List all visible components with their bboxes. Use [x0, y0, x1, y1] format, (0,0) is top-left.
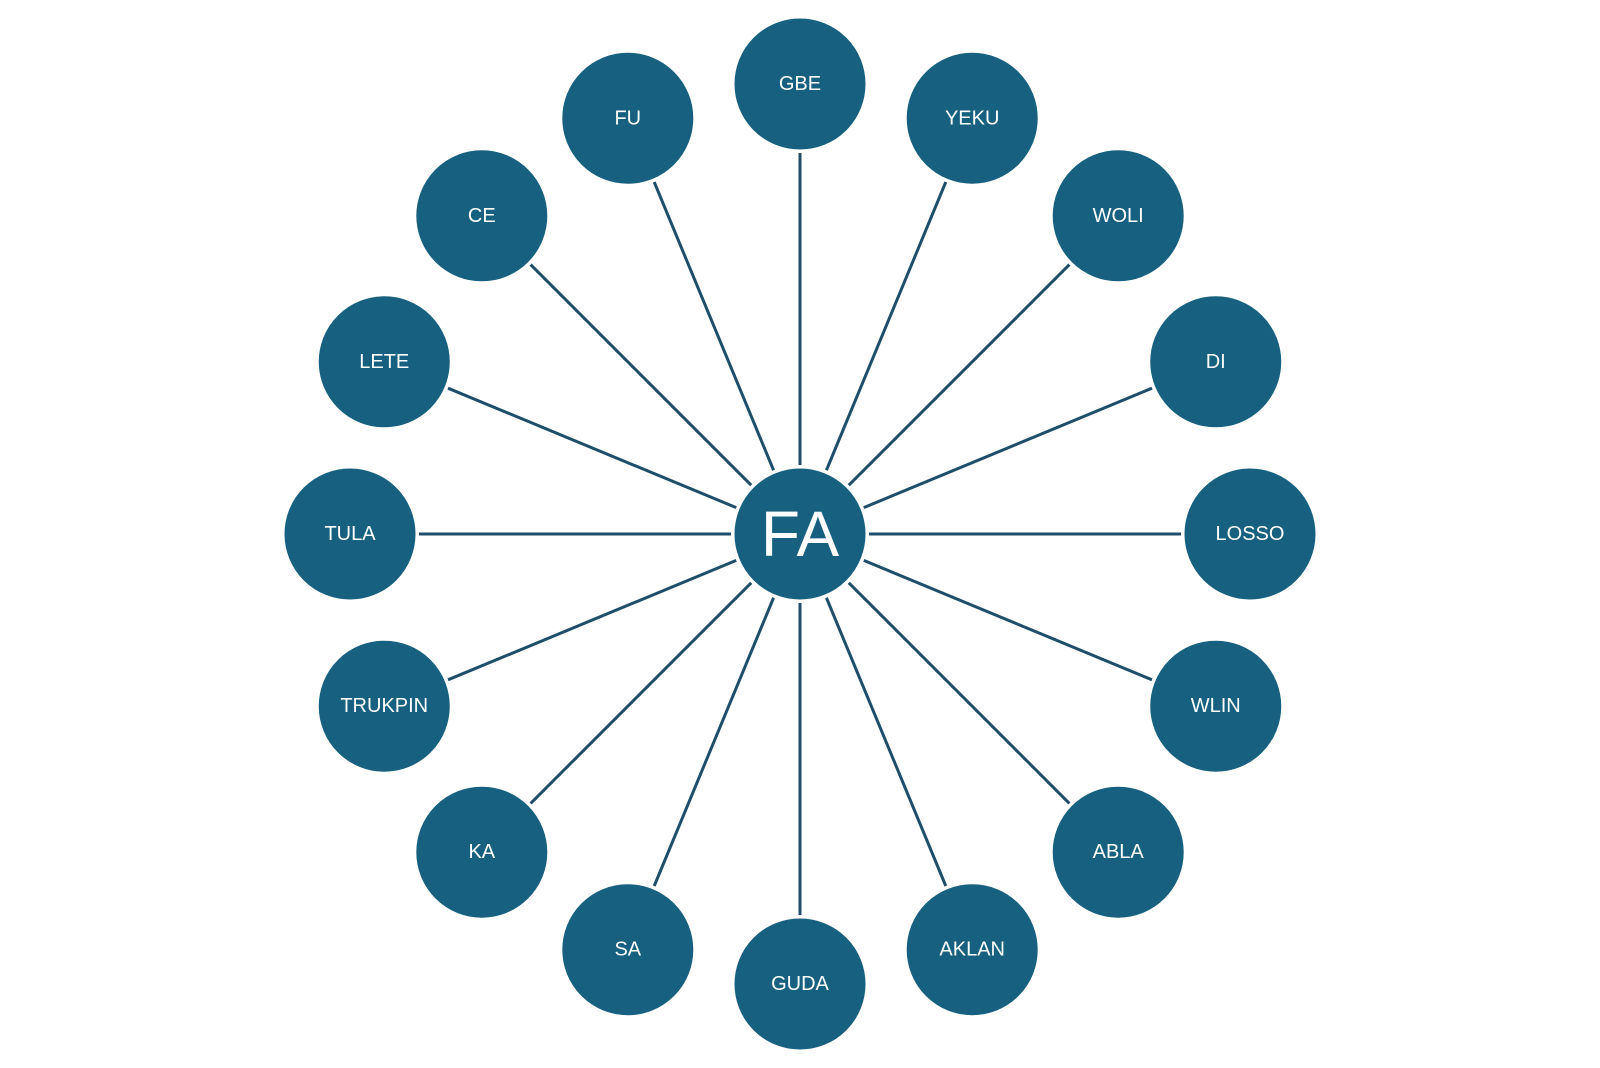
node-circle-wlin: [1147, 637, 1285, 775]
node-circle-abla: [1049, 783, 1187, 921]
node-label-ka: KA: [468, 841, 495, 863]
node-ce: CE: [413, 147, 551, 285]
node-circle-trukpin: [315, 637, 453, 775]
node-wlin: WLIN: [1147, 637, 1285, 775]
spoke-ce: [529, 263, 753, 487]
node-ka: KA: [413, 783, 551, 921]
node-circle-aklan: [903, 881, 1041, 1019]
node-losso: LOSSO: [1181, 465, 1319, 603]
node-circle-yeku: [903, 49, 1041, 187]
node-aklan: AKLAN: [903, 881, 1041, 1019]
node-circle-lete: [315, 293, 453, 431]
nodes-layer: GBE YEKU WOLI DI LOSSO WLIN ABLA AKLAN GUDA SA KA T…: [281, 15, 1319, 1053]
node-label-trukpin: TRUKPIN: [340, 695, 428, 717]
node-tula: TULA: [281, 465, 419, 603]
node-circle-tula: [281, 465, 419, 603]
node-guda: GUDA: [731, 915, 869, 1053]
spokes-layer: [419, 153, 1181, 915]
spoke-sa: [652, 597, 775, 887]
node-sa: SA: [559, 881, 697, 1019]
spoke-fu: [652, 181, 775, 471]
hub-label: FA: [761, 498, 840, 570]
node-circle-gbe: [731, 15, 869, 153]
node-label-gbe: GBE: [779, 73, 821, 95]
spoke-lete: [447, 386, 737, 509]
node-woli: WOLI: [1049, 147, 1187, 285]
node-circle-fu: [559, 49, 697, 187]
node-trukpin: TRUKPIN: [315, 637, 453, 775]
node-lete: LETE: [315, 293, 453, 431]
hub-node: FA: [731, 465, 869, 603]
node-circle-ka: [413, 783, 551, 921]
spoke-di: [863, 386, 1153, 509]
node-label-ce: CE: [468, 205, 496, 227]
node-circle-guda: [731, 915, 869, 1053]
node-label-losso: LOSSO: [1216, 523, 1285, 545]
node-di: DI: [1147, 293, 1285, 431]
node-label-fu: FU: [614, 107, 641, 129]
node-label-yeku: YEKU: [945, 107, 999, 129]
node-fu: FU: [559, 49, 697, 187]
node-label-abla: ABLA: [1093, 841, 1145, 863]
node-yeku: YEKU: [903, 49, 1041, 187]
node-label-aklan: AKLAN: [939, 939, 1005, 961]
node-label-di: DI: [1206, 351, 1226, 373]
spoke-yeku: [825, 181, 948, 471]
node-circle-sa: [559, 881, 697, 1019]
node-label-lete: LETE: [359, 351, 409, 373]
spoke-aklan: [825, 597, 948, 887]
node-circle-woli: [1049, 147, 1187, 285]
node-label-woli: WOLI: [1093, 205, 1144, 227]
hub-circle: [731, 465, 869, 603]
node-circle-di: [1147, 293, 1285, 431]
node-label-wlin: WLIN: [1191, 695, 1241, 717]
node-label-guda: GUDA: [771, 973, 829, 995]
spoke-trukpin: [447, 559, 737, 682]
node-gbe: GBE: [731, 15, 869, 153]
spoke-wlin: [863, 559, 1153, 682]
node-abla: ABLA: [1049, 783, 1187, 921]
spoke-woli: [847, 263, 1071, 487]
node-label-sa: SA: [614, 939, 641, 961]
node-circle-losso: [1181, 465, 1319, 603]
node-circle-ce: [413, 147, 551, 285]
node-label-tula: TULA: [324, 523, 376, 545]
spoke-ka: [529, 581, 753, 805]
spoke-abla: [847, 581, 1071, 805]
